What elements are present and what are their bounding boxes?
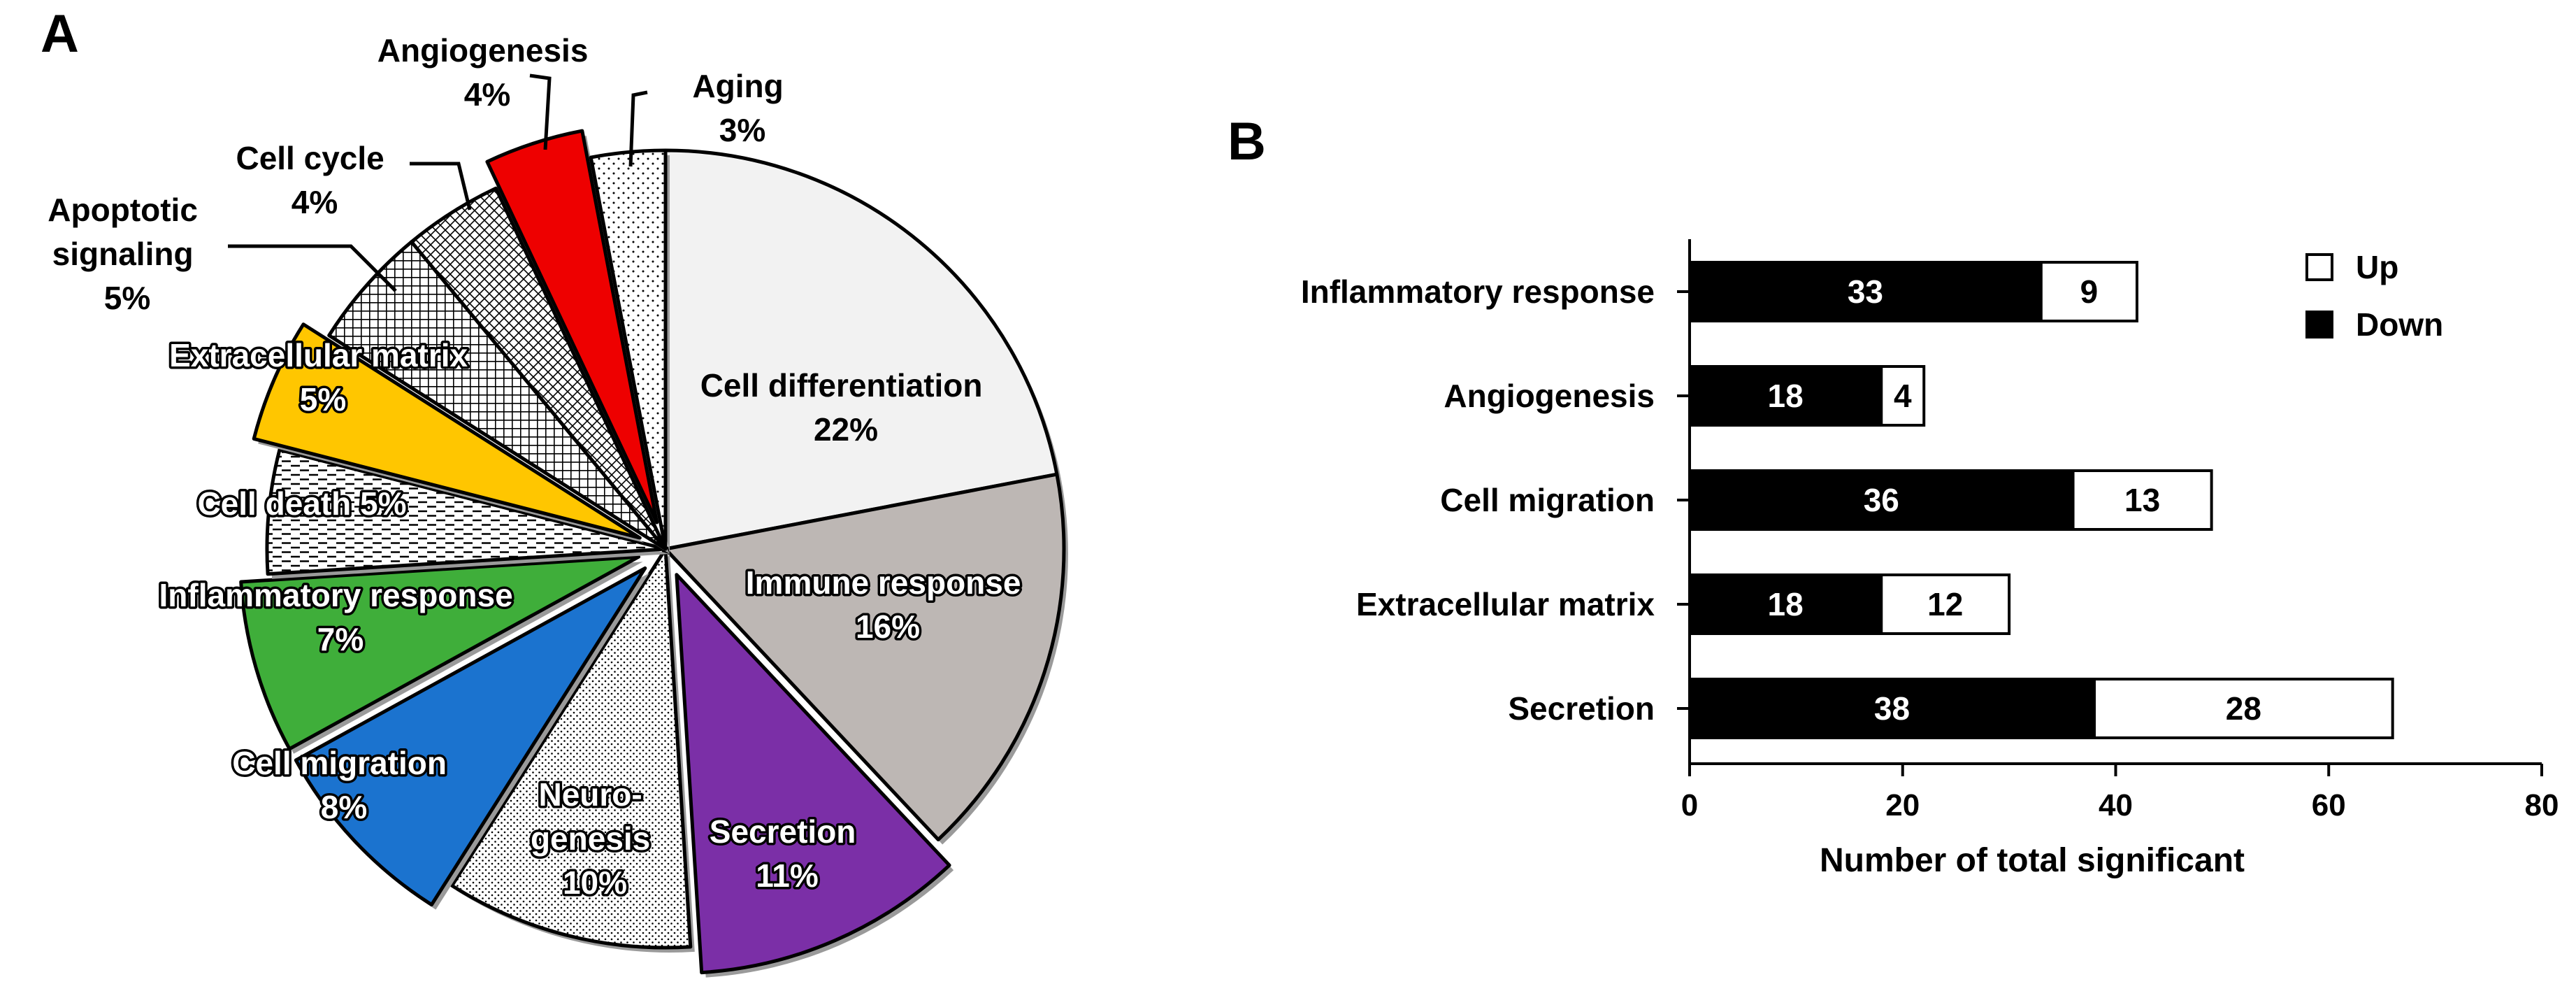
label-cell-death-text: Cell death 5% [197,485,406,522]
label-cell-differentiation-pct: 22% [814,411,878,448]
category-label-secretion: Secretion [1508,690,1655,727]
bar-label-up-angiogenesis: 4 [1894,378,1912,414]
pie-slice-immune-response [663,472,1066,841]
label-secretion: Secretion 11% [710,813,865,894]
x-axis-title: Number of total significant [1820,842,2245,879]
panel-a-letter: A [41,4,79,64]
label-cell-differentiation: Cell differentiation 22% [700,367,992,448]
label-neurogenesis-line1: Neuro- [538,776,642,813]
category-label-inflammatory-response: Inflammatory response [1301,273,1655,310]
bar-label-down-extracellular-matrix: 18 [1768,586,1804,622]
pie-slice-apoptotic-signaling [327,240,668,551]
label-angiogenesis-name: Angiogenesis [377,32,589,69]
leader-line-cell-cycle [410,162,472,211]
x-axis: 0 20 40 60 80 [1681,239,2559,822]
x-tick-label-60: 60 [2312,788,2346,822]
category-label-cell-migration: Cell migration [1440,482,1655,518]
pie-chart [239,129,1068,978]
bar-label-up-extracellular-matrix: 12 [1927,586,1963,622]
label-immune-response-pct: 16% [856,608,920,645]
label-extracellular-matrix-pct: 5% [300,381,346,418]
label-cell-differentiation-name: Cell differentiation [700,367,983,404]
bar-up-cell-migration [2071,469,2213,531]
pie-slice-extracellular-matrix [252,322,642,540]
label-neurogenesis-line2: genesis [531,820,650,857]
category-label-extracellular-matrix: Extracellular matrix [1356,586,1655,622]
label-apoptotic-line2: signaling [52,236,194,272]
bar-up-extracellular-matrix [1880,573,2011,635]
label-apoptotic-pct: 5% [104,280,150,316]
pie-slice-secretion [675,573,951,975]
pie-slice-cell-death [265,448,668,576]
label-neurogenesis-pct: 10% [563,864,627,901]
label-aging: Aging 3% [692,68,792,148]
label-apoptotic-signaling: Apoptotic signaling 5% [48,192,206,316]
pie-slice-neuro-genesis [450,547,693,950]
label-aging-name: Aging [692,68,783,104]
legend-label-up: Up [2356,249,2398,285]
pie-slice-angiogenesis [485,129,659,525]
x-tick-label-0: 0 [1681,788,1698,822]
label-neurogenesis: Neuro- genesis 10% [531,776,659,901]
label-secretion-name: Secretion [710,813,856,850]
legend-swatch-down [2305,311,2333,338]
bar-label-down-inflammatory-response: 33 [1848,273,1883,310]
label-cell-migration: Cell migration 8% [232,745,456,825]
label-inflammatory-response-pct: 7% [317,621,364,657]
bar-series: 33 9 18 4 36 13 18 12 38 28 [1688,261,2394,739]
label-angiogenesis: Angiogenesis 4% [377,32,597,113]
legend-swatch-up [2305,253,2333,281]
bar-label-down-cell-migration: 36 [1864,482,1899,518]
bar-label-up-inflammatory-response: 9 [2080,273,2099,310]
label-inflammatory-response-name: Inflammatory response [159,577,513,613]
bar-up-secretion [2093,678,2394,739]
pie-slice-cell-cycle [410,186,668,551]
pie-leader-lines [228,73,648,292]
leader-line-aging [628,90,648,167]
pie-slice-aging [589,148,668,551]
label-cell-migration-name: Cell migration [232,745,447,781]
label-secretion-pct: 11% [756,857,819,894]
bar-up-inflammatory-response [2039,261,2138,322]
bar-chart: 33 9 18 4 36 13 18 12 38 28 Inflammatory response… [1301,239,2559,879]
label-immune-response-name: Immune response [746,564,1021,601]
bar-label-down-angiogenesis: 18 [1768,378,1804,414]
label-immune-response: Immune response 16% [746,564,1030,645]
panel-b-letter: B [1228,112,1266,171]
label-inflammatory-response: Inflammatory response 7% [159,577,522,657]
label-cell-migration-pct: 8% [321,789,367,825]
pie-slice-cell-differentiation [663,148,1059,551]
label-angiogenesis-pct: 4% [464,76,510,113]
x-tick-label-40: 40 [2099,788,2133,822]
x-tick-label-80: 80 [2525,788,2559,822]
x-tick-label-20: 20 [1885,788,1920,822]
bar-label-up-cell-migration: 13 [2124,482,2160,518]
legend: Up Down [2305,249,2443,343]
pie-slice-inflammatory-response [239,555,641,751]
bar-up-angiogenesis [1880,365,1926,427]
label-cell-death: Cell death 5% [197,485,406,522]
bar-label-up-secretion: 28 [2226,690,2261,727]
pie-labels: Cell differentiation 22% Immune response… [48,32,1030,904]
label-cell-cycle-name: Cell cycle [236,140,384,176]
label-aging-pct: 3% [719,112,765,148]
label-cell-cycle-pct: 4% [292,184,338,220]
bar-label-down-secretion: 38 [1874,690,1910,727]
bar-down-angiogenesis [1688,365,1883,427]
legend-label-down: Down [2356,306,2443,343]
leader-line-angiogenesis [529,73,552,150]
label-extracellular-matrix: Extracellular matrix 5% [169,337,477,418]
pie-slice-cell-migration [294,566,647,907]
leader-line-apoptotic [228,244,397,292]
label-cell-cycle: Cell cycle 4% [236,140,393,220]
category-label-angiogenesis: Angiogenesis [1444,378,1655,414]
label-apoptotic-line1: Apoptotic [48,192,198,228]
label-extracellular-matrix-name: Extracellular matrix [169,337,468,373]
